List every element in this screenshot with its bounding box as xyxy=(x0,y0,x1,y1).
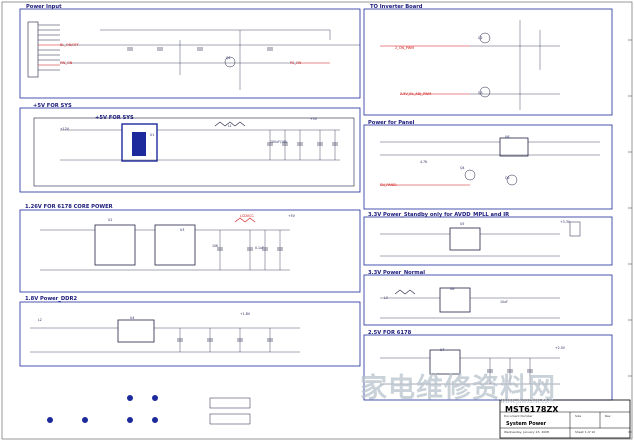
frame-power-input xyxy=(19,8,361,99)
inductor-l3 xyxy=(394,289,416,295)
title-block-date: Wednesday, January 23, 2008 xyxy=(504,430,549,434)
ic-u1-pad xyxy=(132,132,146,156)
label-l3: L3 xyxy=(384,296,388,300)
label-cap-100uf: 100uF/16V xyxy=(270,140,288,144)
ic-u2 xyxy=(94,224,136,266)
net-3v3: +3.3V xyxy=(560,220,570,224)
net-on-pwm: 2_ON_PWM xyxy=(395,46,415,50)
section-3v3-standby: 3.3V Power_Standby only for AVDD_MPLL an… xyxy=(368,212,510,218)
ic-u5 xyxy=(449,227,481,251)
ic-u6 xyxy=(439,287,471,313)
frame-5v-sys xyxy=(19,107,361,193)
section-power-input: Power Input xyxy=(26,4,62,10)
bus-wire xyxy=(100,29,331,40)
frame-panel xyxy=(363,124,613,210)
net-lcdvcc: LCDVCC xyxy=(240,214,254,218)
transistor-q3 xyxy=(479,86,491,98)
transistor-q2 xyxy=(479,32,491,44)
title-block-company: MST6178ZX xyxy=(505,405,559,414)
part-l4-footprint xyxy=(209,413,251,425)
label-q1: Q1 xyxy=(226,56,231,60)
label-u2: U2 xyxy=(108,218,113,222)
label-q4: Q4 xyxy=(460,166,465,170)
section-inverter: TO Inverter Board xyxy=(370,4,423,10)
watermark-url: www.jdwxzlw.com xyxy=(500,398,554,405)
ic-u4 xyxy=(117,319,155,343)
ic-u7 xyxy=(429,349,461,375)
mounting-hole xyxy=(47,417,53,423)
title-block-title: System Power xyxy=(506,421,547,427)
net-ps-on: PS_ON xyxy=(290,61,302,65)
net-bl-onoff: BL_ON/OFF xyxy=(60,43,79,47)
transistor-q1 xyxy=(224,56,236,68)
title-block-rev-label: Rev xyxy=(605,414,611,418)
label-cap-01uf: 0.1uF xyxy=(255,246,264,250)
net-5v-b: +5V xyxy=(288,214,295,218)
label-q3: Q3 xyxy=(478,91,483,95)
frame-core-power xyxy=(19,209,361,293)
section-core-power: 1.26V FOR 6178 CORE POWER xyxy=(25,204,113,210)
ic-u3 xyxy=(154,224,196,266)
transistor-q5 xyxy=(506,174,518,186)
transistor-q4 xyxy=(464,169,476,181)
ic-u8 xyxy=(499,137,529,157)
section-5v-sys: +5V FOR SYS xyxy=(33,103,72,109)
section-5v-sys-inner: +5V FOR SYS xyxy=(95,115,134,121)
title-block xyxy=(499,399,631,439)
net-1v8: +1.8V xyxy=(240,312,250,316)
title-block-sheet: Sheet 1 of 10 xyxy=(575,430,596,434)
frame-inverter xyxy=(363,8,613,116)
connector-ir xyxy=(569,221,581,237)
mounting-hole xyxy=(82,417,88,423)
inductor-core xyxy=(234,217,256,223)
label-l1: L1 xyxy=(228,124,232,128)
net-pw-on: PW_ON xyxy=(60,61,73,65)
label-q5: Q5 xyxy=(505,176,510,180)
watermark-text: 家电维修资料网 xyxy=(360,373,556,404)
mounting-hole xyxy=(152,417,158,423)
label-u1: U1 xyxy=(150,133,155,137)
frame-3v3-standby xyxy=(363,216,613,266)
ic-u1 xyxy=(121,123,158,162)
net-bl-adj: 2.5V_BL_ADJ_PWM xyxy=(400,92,432,96)
net-2v5: +2.5V xyxy=(555,346,565,350)
net-en-panel: EN_PANEL xyxy=(380,183,398,187)
label-cap-10uf: 10uF xyxy=(500,300,508,304)
label-u7: U7 xyxy=(440,348,445,352)
label-res-47k: 4.7K xyxy=(420,160,428,164)
frame-5v-sys-inner xyxy=(33,117,355,187)
section-3v3-normal: 3.3V Power_Normal xyxy=(368,270,425,276)
label-u3: U3 xyxy=(180,228,185,232)
section-panel: Power for Panel xyxy=(368,120,415,126)
section-1v8: 1.8V Power_DDR2 xyxy=(25,296,78,302)
inductor-l1 xyxy=(214,121,246,127)
title-block-doc-label: Document Number xyxy=(504,414,533,418)
frame-3v3-normal xyxy=(363,274,613,326)
mounting-hole xyxy=(152,395,158,401)
frame-2v5 xyxy=(363,334,613,401)
label-u8: U8 xyxy=(505,135,510,139)
label-u4: U4 xyxy=(130,316,135,320)
net-12v: +12V xyxy=(60,127,69,131)
frame-1v8 xyxy=(19,301,361,367)
title-block-size-label: Size xyxy=(575,414,582,418)
part-l3-footprint xyxy=(209,397,251,409)
connector-input xyxy=(27,21,39,78)
mounting-hole xyxy=(127,395,133,401)
label-u5: U5 xyxy=(460,222,465,226)
label-res-10k: 10K xyxy=(212,244,219,248)
label-q2: Q2 xyxy=(478,36,483,40)
label-l2: L2 xyxy=(38,318,42,322)
label-u6: U6 xyxy=(450,287,455,291)
net-5v-a: +5V xyxy=(310,117,317,121)
section-2v5: 2.5V FOR 6178 xyxy=(368,330,412,336)
mounting-hole xyxy=(127,417,133,423)
